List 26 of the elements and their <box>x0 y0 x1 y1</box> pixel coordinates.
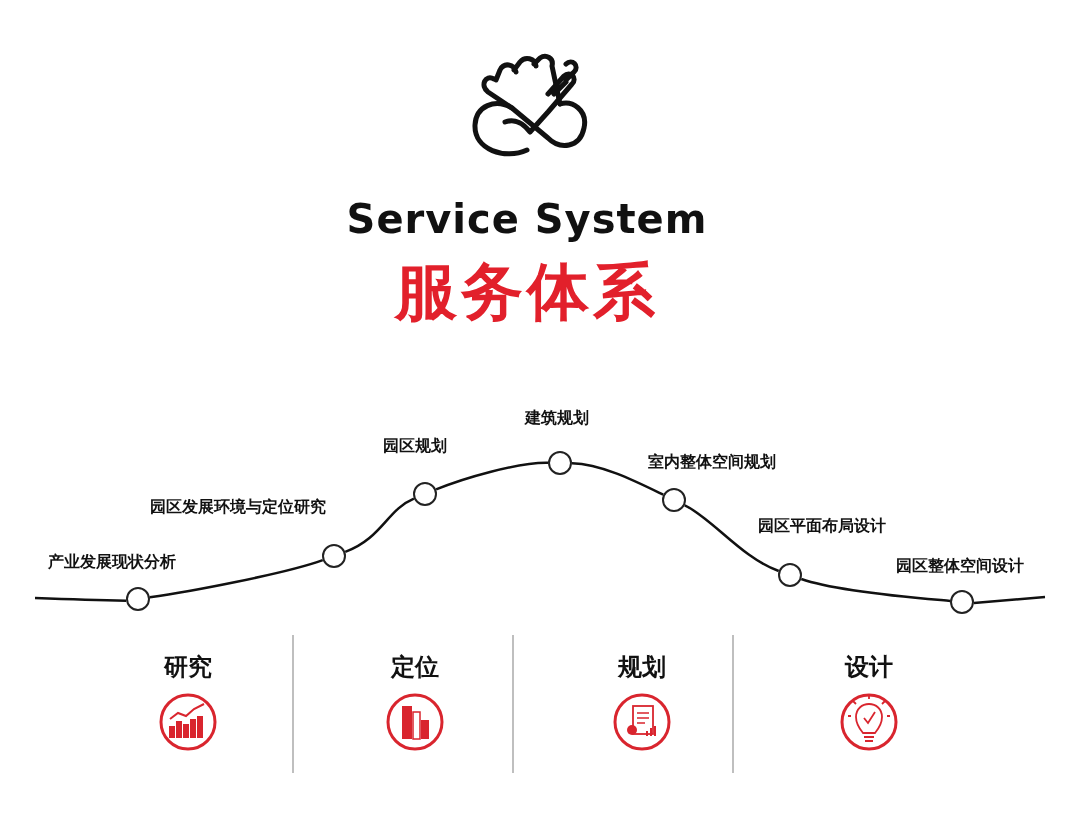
title: Service System <box>345 195 709 244</box>
step-label: 建筑规划 <box>525 408 589 428</box>
milestone-circle <box>413 482 437 506</box>
phase-label: 规划 <box>618 652 666 682</box>
step-label: 产业发展现状分析 <box>48 552 176 572</box>
milestone-circle <box>126 587 150 611</box>
curve-line <box>435 461 549 491</box>
milestone-circle <box>662 488 686 512</box>
step-label: 园区规划 <box>383 436 447 456</box>
curve-line <box>149 558 324 599</box>
step-label: 园区发展环境与定位研究 <box>150 497 326 517</box>
phase-label: 研究 <box>164 652 212 682</box>
step-label: 室内整体空间规划 <box>648 452 776 472</box>
phase-label: 定位 <box>391 652 439 682</box>
milestone-circle <box>322 544 346 568</box>
subtitle: 服务体系 <box>393 254 660 330</box>
curve-line <box>800 577 951 603</box>
curve-line <box>344 497 415 554</box>
milestone-circle <box>950 590 974 614</box>
milestone-circle <box>548 451 572 475</box>
step-label: 园区平面布局设计 <box>758 516 886 536</box>
step-label: 园区整体空间设计 <box>896 556 1024 576</box>
curve-line <box>684 504 780 573</box>
curve-line <box>571 462 664 496</box>
phase-label: 设计 <box>845 652 893 682</box>
milestone-circle <box>778 563 802 587</box>
